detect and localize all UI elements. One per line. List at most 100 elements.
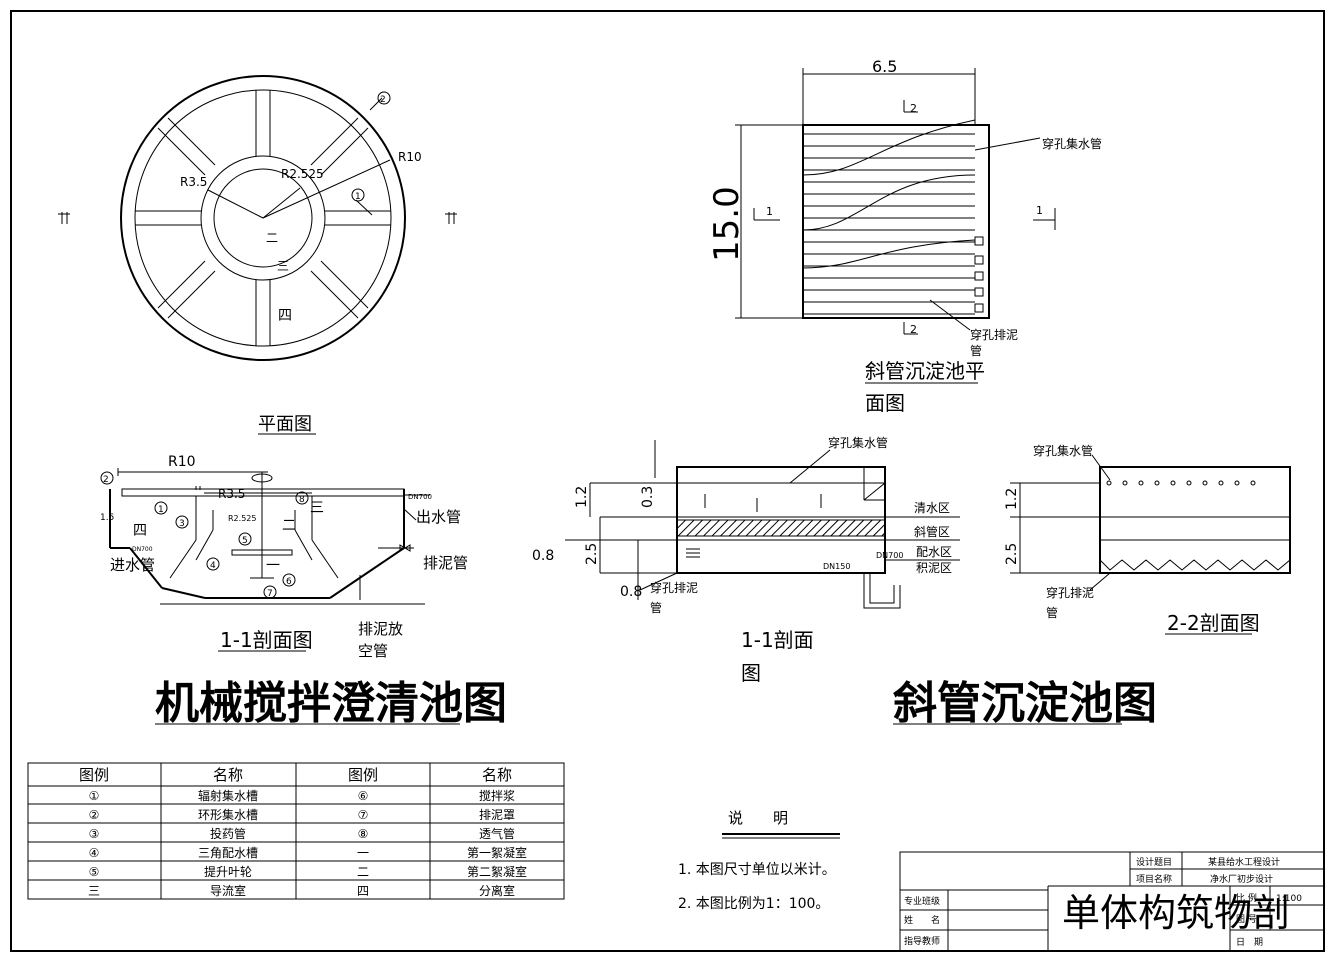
tube-sec2-d12: 1.2 [1004, 488, 1020, 510]
zone-sludge-label: 积泥区 [916, 561, 952, 575]
legend-cell: 导流室 [210, 883, 246, 898]
sludge-pipe-label: 排泥管 [423, 554, 468, 572]
legend-cell: 搅拌浆 [479, 788, 515, 803]
tube-width-label: 6.5 [872, 57, 897, 76]
legend-cell: 透气管 [479, 826, 515, 841]
radial-collection-troughs [135, 90, 391, 346]
perforation-hole [1106, 480, 1112, 486]
legend-cell: ② [89, 808, 100, 822]
sec-mark-8: 8 [299, 495, 305, 505]
tube-sec1-title-1: 1-1剖面 [741, 628, 814, 652]
tube-sec2-outline [1099, 466, 1291, 574]
tube-sec1-left: 1 [766, 205, 773, 218]
section-r35-label: R3.5 [218, 487, 245, 501]
clarifier-section-title: 1-1剖面图 [220, 628, 313, 652]
tube-sec1-sludge-2: 管 [650, 600, 662, 615]
legend-cell: 排泥罩 [479, 808, 515, 822]
tube-sec2-collect: 穿孔集水管 [1033, 443, 1093, 458]
section-zone-1: 一 [266, 558, 280, 574]
section-zone-3: 三 [310, 500, 324, 516]
tube-sec1-title-2: 图 [741, 661, 761, 685]
tb-scale-value: 1:100 [1276, 894, 1302, 904]
tube-sec2-title: 2-2剖面图 [1167, 611, 1260, 635]
plan-view: R3.5 R2.525 R10 2 1 二 三 四 平面图 [58, 75, 457, 435]
legend-cell: ⑤ [89, 865, 100, 879]
legend-header-0: 图例 [79, 766, 109, 784]
tube-sec1-d03: 0.3 [640, 486, 656, 508]
plan-view-title: 平面图 [258, 414, 312, 435]
perforation-hole [1122, 480, 1128, 486]
section-r2525-label: R2.525 [228, 514, 256, 523]
tube-sec1-right: 1 [1036, 204, 1043, 217]
zone-tube-label: 斜管区 [914, 524, 950, 539]
tube-plan-sludge-label-2: 管 [970, 343, 982, 358]
perforation-hole [1138, 480, 1144, 486]
legend-header-1: 名称 [213, 766, 243, 784]
sec-mark-5: 5 [242, 536, 248, 546]
section-dn700-label: DN700 [408, 493, 432, 501]
sec-mark-6: 6 [286, 577, 292, 587]
tube-sec1-collect-label: 穿孔集水管 [828, 435, 888, 450]
inlet-pipe-label: 进水管 [110, 556, 155, 574]
tube-sec1-dn150: DN150 [823, 562, 850, 571]
plan-mark-2: 2 [380, 95, 386, 105]
tb-right-label-0: 设计题目 [1136, 856, 1172, 868]
tube-zone-hatch [676, 519, 886, 537]
legend-cell: 四 [357, 884, 369, 898]
legend-header-2: 图例 [348, 766, 378, 784]
plan-inner-ring [134, 89, 392, 347]
plan-mid-ring [200, 155, 326, 281]
section-r10-label: R10 [168, 454, 196, 470]
plan-r35-label: R3.5 [180, 175, 207, 189]
tube-section-2: 穿孔集水管 1.2 2.5 穿孔排泥 管 2-2剖面图 [1004, 443, 1291, 635]
perforation-hole [1250, 480, 1256, 486]
tube-plan-sludge-label-1: 穿孔排泥 [970, 327, 1018, 342]
legend-cell: 投药管 [210, 826, 246, 841]
perforation-hole [1170, 480, 1176, 486]
sec-mark-2: 2 [103, 475, 109, 485]
perforation-hole [1218, 480, 1224, 486]
legend-cell: ⑦ [358, 808, 369, 822]
legend-cell: 第二絮凝室 [467, 864, 527, 879]
tube-section-1: 穿孔集水管 1.2 0.3 2.5 0.8 0.8 清水区 斜管区 配水区 积泥… [532, 435, 960, 685]
sec-mark-1: 1 [158, 505, 164, 515]
legend-header-3: 名称 [482, 766, 512, 784]
plan-mark-1: 1 [355, 192, 361, 202]
tube-plan-title-2: 面图 [865, 391, 905, 415]
tube-sec1-d08b: 0.8 [620, 584, 642, 600]
tube-sec1-d12: 1.2 [574, 486, 590, 508]
drain-pipe-label-2: 空管 [358, 642, 388, 660]
legend-cell: 提升叶轮 [204, 864, 252, 879]
tube-length-label: 15.0 [707, 186, 747, 262]
legend-cell: 一 [357, 846, 369, 860]
tb-left-label-2: 指导教师 [904, 935, 940, 947]
tb-side-label-2: 日 期 [1236, 937, 1263, 948]
tube-plan-title-1: 斜管沉淀池平 [865, 359, 985, 383]
legend-cell: ⑧ [358, 827, 369, 841]
tb-side-label-0: 比 例 [1236, 892, 1257, 904]
tube-sec1-sludge-1: 穿孔排泥 [650, 580, 698, 595]
outlet-pipe-label: 出水管 [416, 508, 461, 526]
section-dim-left: 1.5 [100, 513, 114, 523]
zone-dist-label: 配水区 [916, 545, 952, 559]
zone-clear-label: 清水区 [914, 501, 950, 515]
drawing-border [10, 10, 1325, 952]
clarifier-drawing-title: 机械搅拌澄清池图 [155, 678, 507, 729]
tube-drawing-title: 斜管沉淀池图 [893, 678, 1157, 729]
legend-cell: ③ [89, 827, 100, 841]
legend-cell: 环形集水槽 [198, 807, 258, 822]
notes-heading: 说 明 [728, 809, 788, 827]
tube-plan-collect-label: 穿孔集水管 [1042, 136, 1102, 151]
tube-sec2-top: 2 [910, 102, 917, 115]
tube-sec2-sludge-2: 管 [1046, 605, 1058, 620]
legend-cell: 第一絮凝室 [467, 845, 527, 860]
section-zone-2: 二 [282, 518, 296, 534]
plan-r2525-label: R2.525 [281, 167, 324, 181]
tube-plan: 6.5 15.0 穿孔集水管 穿孔排泥 管 2 2 1 1 斜管沉淀池平 面图 [707, 57, 1102, 415]
sec-mark-4: 4 [210, 561, 216, 571]
note-1: 1. 本图尺寸单位以米计。 [678, 862, 836, 878]
tb-drawing-title: 单体构筑物剖 [1062, 891, 1290, 935]
plan-zone-2: 二 [266, 231, 278, 245]
